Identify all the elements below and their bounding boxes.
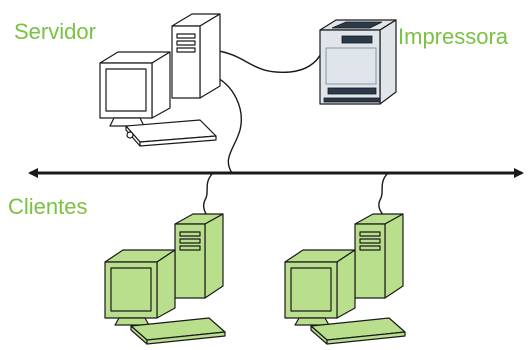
cable-server-printer [212, 49, 323, 73]
server-computer-icon [99, 13, 221, 147]
client-computer-2-icon [284, 213, 406, 345]
printer-label: Impressora [398, 24, 509, 49]
clients-label: Clientes [8, 194, 88, 219]
cable-server-network [211, 74, 242, 174]
client-computer-1-icon [104, 213, 226, 345]
printer-icon [319, 19, 397, 105]
server-label: Servidor [14, 19, 96, 44]
